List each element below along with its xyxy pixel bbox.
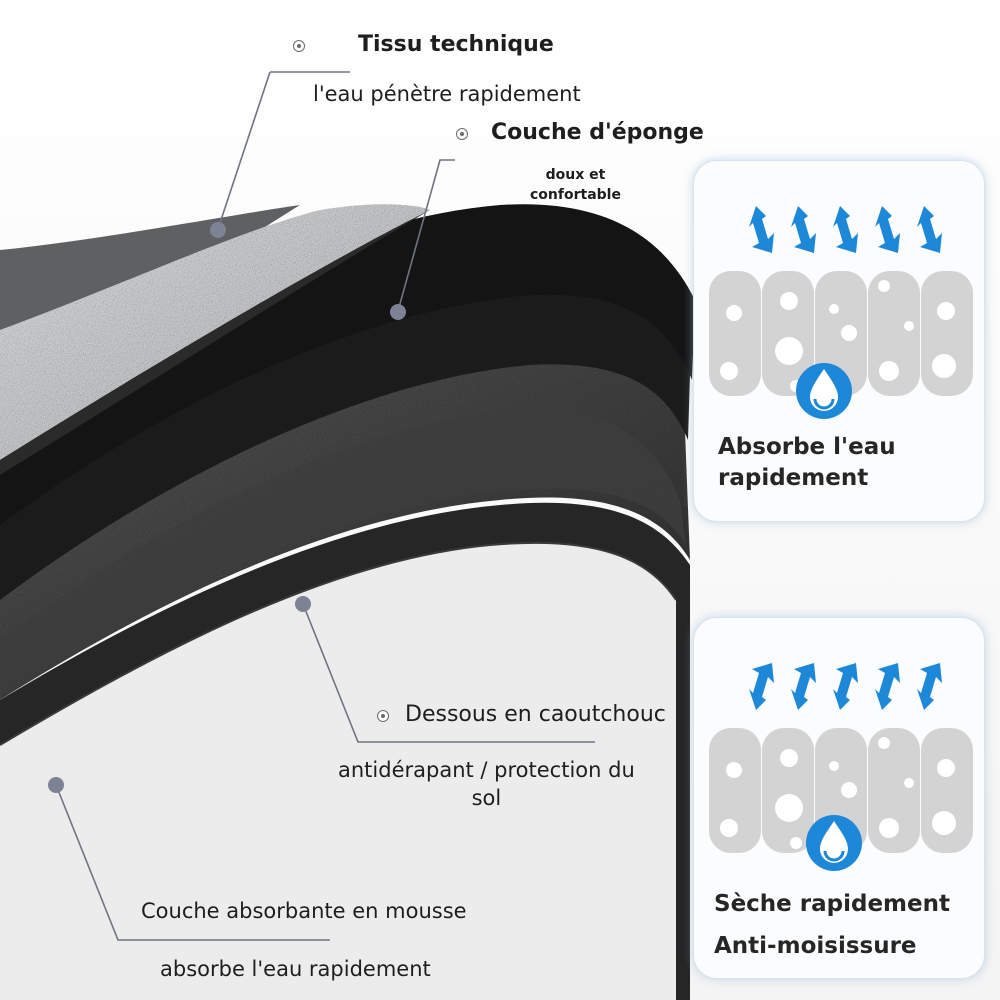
absorb-feature-card: Absorbe l'eau rapidement [693,160,985,522]
dry-text: Sèche rapidement Anti-moisissure [714,883,950,967]
dry-line2: Anti-moisissure [714,933,917,959]
caoutchouc-title: Dessous en caoutchouc [405,702,666,727]
eponge-subtitle-line2: confortable [530,187,621,203]
eponge-title: Couche d'éponge [491,120,704,145]
water-drop-icon [806,815,862,871]
dry-line1: Sèche rapidement [714,891,950,917]
up-arrows-icon [749,663,942,710]
tissu-subtitle: l'eau pénètre rapidement [313,82,581,106]
absorb-graphic [709,206,973,419]
absorb-text: Absorbe l'eau rapidement [718,432,896,494]
absorb-line2: rapidement [718,465,869,491]
down-arrows-icon [749,206,942,253]
eponge-subtitle-line1: doux et [545,167,606,183]
eponge-subtitle: doux et confortable [530,165,621,205]
caoutchouc-subtitle: antidérapant / protection du sol [338,756,635,812]
absorb-line1: Absorbe l'eau [718,434,896,460]
tissu-bullet-icon [293,40,305,52]
caoutchouc-subtitle-line1: antidérapant / protection du [338,758,635,782]
eponge-bullet-icon [456,128,468,140]
mousse-subtitle: absorbe l'eau rapidement [160,957,431,981]
mousse-title: Couche absorbante en mousse [141,899,467,923]
dry-graphic [709,663,973,871]
caoutchouc-bullet-icon [377,710,389,722]
water-drop-icon [796,363,852,419]
caoutchouc-subtitle-line2: sol [471,786,502,810]
tissu-title: Tissu technique [358,32,554,57]
dry-feature-card: Sèche rapidement Anti-moisissure [693,617,985,979]
